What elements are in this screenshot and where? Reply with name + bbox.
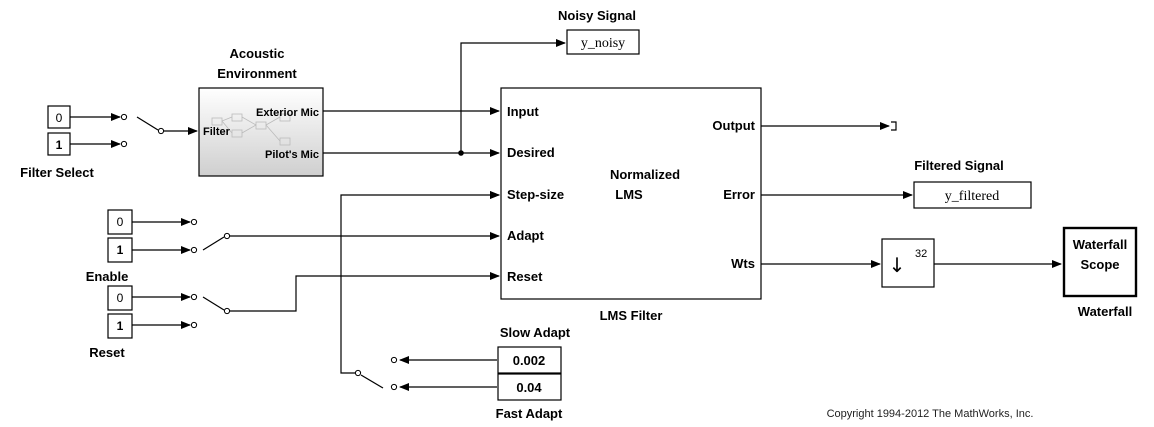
lms-center-1: Normalized	[610, 167, 680, 182]
step-size-switch[interactable]	[340, 191, 500, 391]
acoustic-environment-block[interactable]: Acoustic Environment Filter Exterior Mic…	[198, 46, 324, 177]
waterfall-label: Waterfall	[1078, 304, 1132, 319]
downsample-block[interactable]: ↓ 32	[761, 238, 1062, 288]
filter-select-block[interactable]: 0 1 Filter Select	[20, 105, 95, 180]
lms-filter-box[interactable]	[500, 87, 762, 300]
slow-adapt-block[interactable]: Slow Adapt 0.002	[497, 325, 571, 374]
filter-select-switch[interactable]	[70, 113, 198, 148]
subsystem-preview-icon	[211, 113, 291, 146]
reset-val-0: 0	[117, 291, 124, 305]
reset-val-1: 1	[117, 319, 124, 333]
reset-const-0[interactable]	[107, 285, 133, 311]
waterfall-scope-line1: Waterfall	[1073, 237, 1127, 252]
noisy-signal-value: y_noisy	[581, 36, 625, 51]
enable-val-0: 0	[117, 215, 124, 229]
slow-adapt-box[interactable]	[497, 346, 562, 374]
noisy-signal-block[interactable]: Noisy Signal y_noisy	[558, 8, 640, 55]
reset-const-1[interactable]	[107, 313, 133, 339]
lms-port-desired: Desired	[507, 145, 555, 160]
filtered-signal-value: y_filtered	[945, 189, 999, 204]
noisy-signal-box[interactable]	[566, 29, 640, 55]
waterfall-scope-block[interactable]: Waterfall Scope Waterfall	[1062, 226, 1138, 319]
down-arrow-icon: ↓	[889, 253, 906, 277]
lms-port-input: Input	[507, 104, 539, 119]
downsample-factor: 32	[915, 248, 927, 260]
filter-select-val-1: 1	[56, 138, 63, 152]
filtered-signal-title: Filtered Signal	[914, 158, 1004, 173]
enable-switch[interactable]	[132, 218, 500, 254]
acoustic-env-port-pilot: Pilot's Mic	[265, 149, 319, 161]
fast-adapt-value: 0.04	[516, 380, 542, 395]
lms-port-wts: Wts	[731, 256, 755, 271]
acoustic-env-wires	[323, 39, 566, 157]
lms-filter-block[interactable]: Input Desired Step-size Adapt Reset Norm…	[500, 87, 762, 323]
fast-adapt-block[interactable]: 0.04 Fast Adapt	[496, 373, 563, 421]
acoustic-env-port-filter: Filter	[203, 126, 231, 138]
slow-adapt-value: 0.002	[513, 353, 546, 368]
filtered-signal-block[interactable]: Filtered Signal y_filtered	[761, 158, 1032, 209]
lms-center-2: LMS	[615, 187, 643, 202]
filter-select-label: Filter Select	[20, 165, 94, 180]
waterfall-scope-box[interactable]	[1062, 226, 1138, 298]
slow-adapt-label: Slow Adapt	[500, 325, 571, 340]
downsample-box[interactable]	[881, 238, 935, 288]
fast-adapt-box[interactable]	[497, 373, 562, 401]
filter-select-val-0: 0	[56, 111, 63, 125]
reset-label: Reset	[89, 345, 125, 360]
lms-port-adapt: Adapt	[507, 228, 545, 243]
acoustic-env-port-exterior: Exterior Mic	[256, 107, 319, 119]
copyright-text: Copyright 1994-2012 The MathWorks, Inc.	[827, 408, 1034, 420]
enable-val-1: 1	[117, 243, 124, 257]
enable-block[interactable]: 0 1 Enable	[86, 209, 133, 284]
fast-adapt-label: Fast Adapt	[496, 406, 563, 421]
reset-block[interactable]: 0 1 Reset	[89, 285, 133, 360]
acoustic-env-title-2: Environment	[217, 66, 297, 81]
filtered-signal-box[interactable]	[913, 181, 1032, 209]
noisy-signal-title: Noisy Signal	[558, 8, 636, 23]
lms-filter-label: LMS Filter	[600, 308, 663, 323]
waterfall-scope-line2: Scope	[1080, 257, 1119, 272]
lms-port-output: Output	[712, 118, 755, 133]
lms-port-error: Error	[723, 187, 755, 202]
acoustic-env-title-1: Acoustic	[230, 46, 285, 61]
acoustic-env-box[interactable]	[198, 87, 324, 177]
output-terminator[interactable]	[761, 121, 897, 131]
lms-port-stepsize: Step-size	[507, 187, 564, 202]
lms-port-reset: Reset	[507, 269, 543, 284]
reset-switch[interactable]	[132, 272, 500, 329]
terminator-icon	[891, 121, 897, 131]
enable-label: Enable	[86, 269, 129, 284]
